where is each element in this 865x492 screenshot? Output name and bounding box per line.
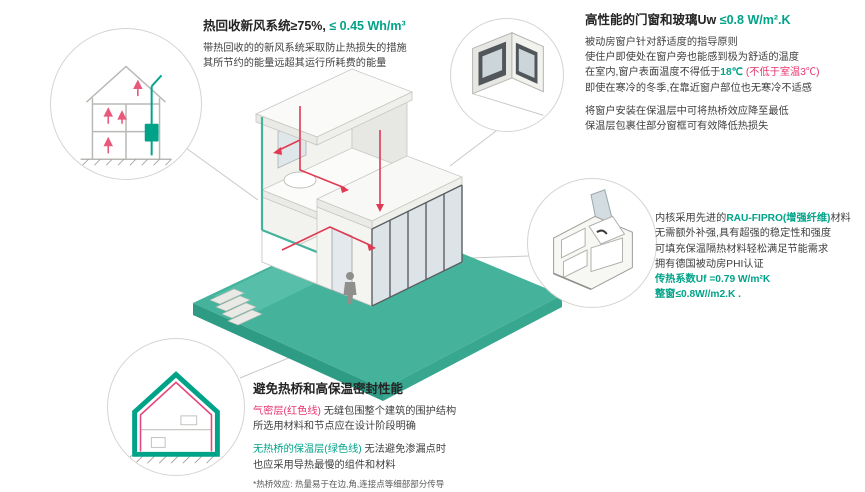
profile-material-text-block: 内核采用先进的RAU-FIPRO(增强纤维)材料 无需额外补强,具有超强的稳定性… [655, 211, 863, 303]
material-line2: 无需额外补强,具有超强的稳定性和强度 [655, 228, 832, 240]
airtight-layer-red-line [139, 381, 213, 452]
exhaust-duct [150, 74, 163, 156]
ground-hatch [82, 158, 172, 166]
window-line3-temp: 18℃ [720, 67, 744, 79]
material-line4: 拥有德国被动房PHI认证 [655, 258, 764, 270]
thermal-bridge-footnote: *热桥效应: 热量易于在边,角,连接点等细部部分传导 [253, 479, 445, 490]
material-brand-name: RAU-FIPRO(增强纤维) [726, 213, 831, 224]
heat-recovery-diagram [80, 65, 172, 166]
window-mullions [371, 184, 463, 307]
bathtub [283, 171, 317, 189]
material-uw-value: 整窗≤0.8W//m2.K . [655, 289, 741, 301]
thermal-bridge-heading: 避免热桥和高保温密封性能 [253, 382, 404, 396]
heat-recovery-line1: 带热回收的的新风系统采取防止热损失的措施 [203, 42, 407, 54]
insulation-layer-line: 无热桥的保温层(绿色线) 无法避免渗漏点时 [253, 442, 563, 457]
window-line3-note: (不低于室温3℃) [743, 67, 820, 79]
glass-pane [482, 48, 503, 78]
material-line1-tail: 材料 [830, 213, 851, 224]
thermal-line4: 也应采用导热最慢的组件和材料 [253, 459, 396, 471]
thermal-envelope-diagram [123, 371, 227, 464]
material-line1-text: 内核采用先进的 [655, 213, 727, 224]
supply-air-arrows [103, 79, 143, 154]
duct-arrowheads [273, 147, 384, 251]
heat-recovery-line2: 其所节约的能量远超其运行所耗费的能量 [203, 58, 387, 70]
window-performance-text-block: 高性能的门窗和玻璃Uw ≤0.8 W/m².K 被动房窗户针对舒适度的指导原则 … [585, 12, 859, 135]
airtight-layer-text: 无缝包围整个建筑的围护结构 [320, 405, 457, 417]
window-line3: 在室内,窗户表面温度不得低于18℃ (不低于室温3℃) [585, 65, 859, 80]
heat-recovery-callout-circle [50, 28, 202, 180]
thermal-envelope-callout-circle [107, 338, 245, 476]
window-line6: 保温层包裹住部分窗框可有效降低热损失 [585, 121, 769, 133]
window-line2: 使住户即使处在窗户旁也能感到极为舒适的温度 [585, 52, 799, 64]
gasket [596, 229, 608, 235]
window-profile-section [553, 189, 633, 291]
insulation-layer-label: 无热桥的保温层(绿色线) [253, 444, 362, 456]
window-line1: 被动房窗户针对舒适度的指导原则 [585, 36, 738, 48]
window-heading-main: 高性能的门窗和玻璃Uw [585, 13, 717, 27]
airtight-layer-label: 气密层(红色线) [253, 405, 321, 417]
heat-recovery-heading: 热回收新风系统≥75%, ≤ 0.45 Wh/m³ [203, 18, 471, 35]
insulation-layer-green-line [132, 371, 220, 457]
thermal-bridge-text-block: 避免热桥和高保温密封性能 气密层(红色线) 无缝包围整个建筑的围护结构 所选用材… [253, 381, 563, 491]
garden-stairs [209, 288, 263, 326]
window-profile-callout-circle [527, 178, 657, 308]
window-performance-heading: 高性能的门窗和玻璃Uw ≤0.8 W/m².K [585, 12, 859, 29]
thermal-line2: 所选用材料和节点应在设计阶段明确 [253, 421, 416, 433]
heat-recovery-text-block: 热回收新风系统≥75%, ≤ 0.45 Wh/m³ 带热回收的的新风系统采取防止… [203, 18, 471, 71]
window-line4: 即使在寒冷的冬季,在靠近窗户部位也无寒冷不适感 [585, 82, 812, 94]
heat-recovery-heading-main: 热回收新风系统≥75%, [203, 19, 326, 33]
material-line3: 可填充保温隔热材料轻松满足节能需求 [655, 243, 829, 255]
window-glass-callout-circle [450, 18, 564, 132]
house-structure [254, 68, 464, 307]
insulation-layer-text: 无法避免渗漏点时 [361, 444, 447, 456]
hrv-unit [144, 123, 159, 142]
airtight-layer-line: 气密层(红色线) 无缝包围整个建筑的围护结构 [253, 404, 563, 419]
heat-recovery-heading-value: ≤ 0.45 Wh/m³ [325, 19, 406, 33]
material-line1: 内核采用先进的RAU-FIPRO(增强纤维)材料 [655, 211, 863, 226]
window-line5: 将窗户安装在保温层中可将热桥效应降至最低 [585, 106, 789, 118]
person-figure [343, 272, 357, 304]
window-line3-text: 在室内,窗户表面温度不得低于 [585, 67, 721, 79]
window-corner-detail [472, 32, 544, 116]
material-uf-value: 传热系数Uf =0.79 W/m²K [655, 274, 771, 286]
window-heading-value: ≤0.8 W/m².K [716, 13, 791, 27]
